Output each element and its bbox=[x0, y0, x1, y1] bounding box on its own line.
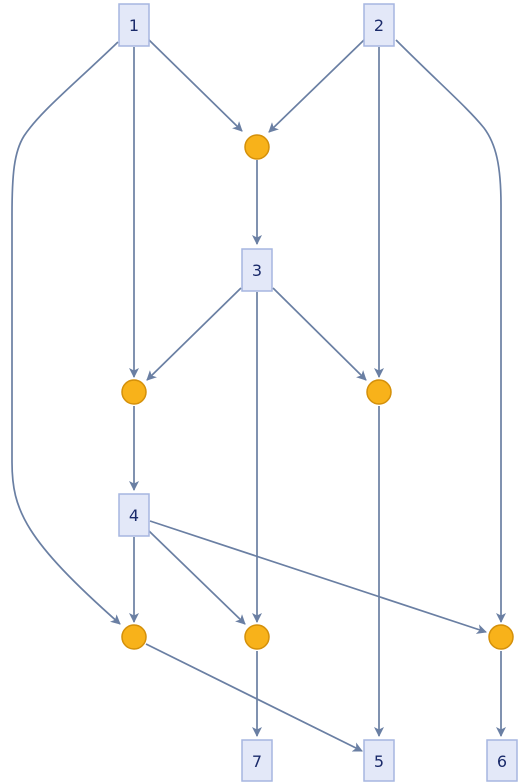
node-6[interactable]: 6 bbox=[486, 739, 518, 782]
edge-4-to-junction-6 bbox=[149, 520, 487, 634]
box-node-layer: 1 2 3 4 5 6 7 bbox=[118, 3, 518, 782]
edge-2-to-junction-1 bbox=[268, 39, 365, 133]
junction-node[interactable] bbox=[121, 379, 147, 405]
node-3-label: 3 bbox=[252, 261, 262, 280]
node-1[interactable]: 1 bbox=[118, 3, 150, 47]
edge-3-to-junction-3 bbox=[272, 287, 367, 381]
edge-1-to-junction-1 bbox=[147, 38, 243, 132]
edge-3-to-junction-2 bbox=[146, 287, 242, 381]
node-5[interactable]: 5 bbox=[363, 739, 395, 782]
node-3[interactable]: 3 bbox=[241, 248, 273, 292]
junction-layer bbox=[121, 134, 514, 650]
junction-node[interactable] bbox=[244, 624, 270, 650]
edge-4-to-junction-5 bbox=[148, 530, 246, 625]
edge-junction-4-to-5 bbox=[145, 643, 363, 752]
edge-2-to-junction-6 bbox=[395, 39, 506, 623]
node-4[interactable]: 4 bbox=[118, 493, 150, 537]
edge-1-to-junction-4 bbox=[11, 41, 121, 625]
node-4-label: 4 bbox=[129, 506, 139, 525]
node-2[interactable]: 2 bbox=[363, 3, 395, 47]
edge-layer bbox=[11, 38, 506, 752]
node-7[interactable]: 7 bbox=[241, 739, 273, 782]
node-5-label: 5 bbox=[374, 752, 384, 771]
junction-node[interactable] bbox=[488, 624, 514, 650]
junction-node[interactable] bbox=[121, 624, 147, 650]
node-7-label: 7 bbox=[252, 752, 262, 771]
node-1-label: 1 bbox=[129, 16, 139, 35]
junction-node[interactable] bbox=[244, 134, 270, 160]
junction-node[interactable] bbox=[366, 379, 392, 405]
node-6-label: 6 bbox=[497, 752, 507, 771]
node-2-label: 2 bbox=[374, 16, 384, 35]
